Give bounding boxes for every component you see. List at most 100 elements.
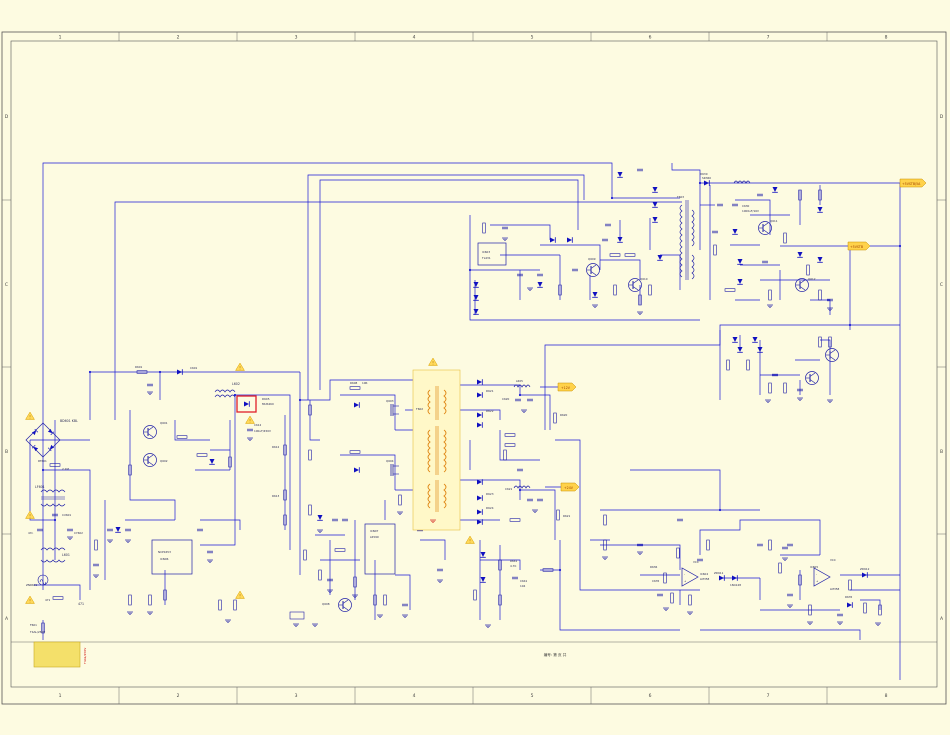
column-labels-bottom: 1 2 3 4 5 6 7 8 [59, 693, 888, 699]
col-label: 2 [177, 693, 180, 699]
ic1-part: ICN06 [160, 557, 169, 561]
opamp-2: -+ [813, 567, 831, 587]
col-label: 3 [295, 693, 298, 699]
d-out1-label: D621 [486, 389, 494, 393]
rt-label: RT601 [38, 459, 47, 463]
highlighted-diode-box [236, 395, 257, 413]
net-flag-12v: +12V [557, 382, 577, 392]
fb-c-value: 104 [520, 584, 526, 588]
pfc-inductor-label: L602 [232, 382, 240, 386]
row-label: C [5, 282, 8, 288]
row-label: B [940, 449, 943, 455]
pfc-inductor [214, 389, 236, 398]
q-out1-label: Q611 [770, 219, 778, 223]
col-label: 6 [649, 693, 652, 699]
sense-r1-label: R612 [272, 445, 280, 449]
pfc-r-label: R601 [135, 365, 143, 369]
col-label: 1 [59, 693, 62, 699]
net-5vsb-a-text: +5VSTB/5A [902, 182, 921, 186]
vcc-label-2: VCC [693, 560, 699, 564]
c-sb-label: C630 [742, 204, 750, 208]
opamp1-part: LM358 [700, 577, 710, 581]
ic3-part: TL431 [481, 256, 491, 260]
zd1-label: ZD611 [714, 571, 724, 575]
col-label: 4 [413, 35, 416, 41]
row-label: B [5, 449, 8, 455]
col-label: 2 [177, 35, 180, 41]
c-out2-label: C621 [505, 487, 513, 491]
net-flag-5vsb-a: +5VSTB/5A [899, 178, 927, 188]
d-sb-label: D630 [700, 172, 708, 176]
q2-label: Q602 [160, 459, 168, 463]
d-out2-label: D622 [486, 409, 494, 413]
r-misc-label: R636 [650, 565, 658, 569]
c-out1-label: C620 [502, 397, 510, 401]
r-out2-label: R621 [563, 514, 571, 518]
standby-ic [477, 242, 507, 266]
mosfet-q3 [390, 404, 399, 416]
col-label: 5 [531, 693, 534, 699]
l2-label: L601 [62, 553, 70, 557]
q-sb2-label: Q610 [640, 277, 648, 281]
zr-label: ZNR601 [26, 583, 38, 587]
ic2-part: L6599 [370, 535, 379, 539]
outer-frame [1, 31, 947, 705]
zd2-label: ZD612 [860, 567, 870, 571]
col-label: 6 [649, 35, 652, 41]
ref-label: R635 [845, 595, 853, 599]
column-labels-top: 1 2 3 4 5 6 7 8 [59, 35, 888, 41]
fuse-label: F601 [30, 623, 37, 627]
cy-label: CY602 [74, 531, 83, 535]
pfc-controller-ic [151, 539, 193, 575]
line-filter-choke [40, 489, 66, 507]
q-out2-label: Q612 [808, 277, 816, 281]
pfc-c-label: C601 [190, 366, 198, 370]
output-inductor [513, 384, 531, 388]
q1-label: Q601 [160, 421, 168, 425]
c-misc-label: C635 [652, 579, 660, 583]
row-label: A [940, 616, 944, 622]
svg-text:-: - [816, 572, 817, 576]
r-out1-label: R620 [560, 413, 568, 417]
col-label: 8 [885, 35, 888, 41]
ic1-label: NCP1653 [158, 550, 171, 554]
cap-value: 47n [28, 531, 34, 535]
row-label: D [940, 114, 944, 120]
gate-r-label: R608 [350, 381, 358, 385]
opamp2-label: IC605 [810, 565, 818, 569]
net-5vsb-b-text: +5VSTB [850, 245, 863, 249]
opamp1-label: IC604 [700, 572, 708, 576]
junction-dots [41, 181, 902, 572]
gate-r-value: 10R [362, 381, 368, 385]
svg-text:-: - [684, 572, 685, 576]
r471-value: 471 [78, 602, 84, 606]
bridge-label: BD601 KBL [60, 419, 78, 423]
col-label: 1 [59, 35, 62, 41]
d-sb-value: SR360 [702, 176, 711, 180]
svg-text:+: + [816, 579, 819, 583]
mosfet-q4 [390, 464, 399, 476]
vcc-label: VCC [830, 558, 836, 562]
cx-label: CX601 [62, 513, 71, 517]
q4-label: Q604 [386, 459, 394, 463]
line-filter-choke-2 [40, 547, 66, 563]
col-label: 5 [531, 35, 534, 41]
svg-text:+: + [684, 579, 687, 583]
standby-inductor [733, 180, 751, 184]
col-label: 7 [767, 35, 770, 41]
net-flag-5vsb-b: +5VSTB [847, 241, 871, 251]
pfc-diode-label: D605 [262, 397, 270, 401]
d-out4-label: D624 [486, 506, 494, 510]
ic3-label: IC603 [482, 250, 490, 254]
sheet-footer: 编号: 第 页 共 [544, 652, 567, 657]
output-inductor-2 [513, 485, 531, 489]
zone-ticks [2, 32, 946, 704]
resonant-controller-ic [364, 523, 396, 575]
ic2-label: ICN07 [370, 529, 379, 533]
pfc-diode-value: MUR460 [262, 402, 274, 406]
small-component-box [289, 611, 305, 620]
row-label: A [5, 616, 9, 622]
net-24v-text: +24V [564, 486, 574, 490]
lf-label: LF601 [35, 485, 45, 489]
